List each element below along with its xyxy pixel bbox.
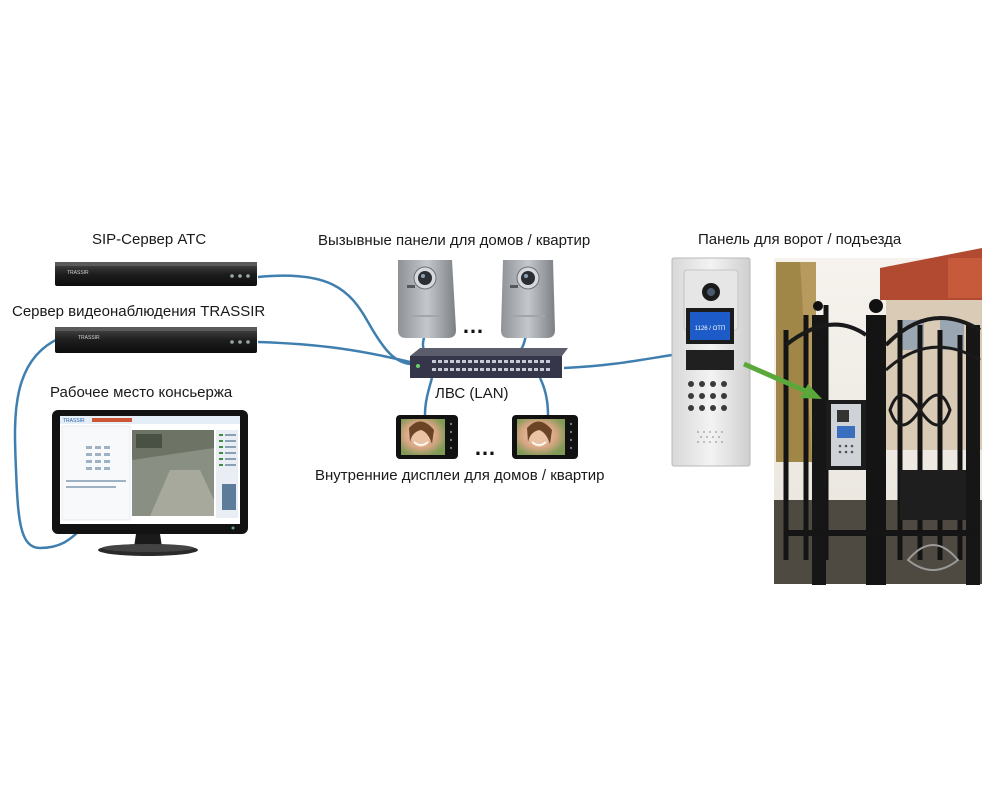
lan-label: ЛВС (LAN) [435, 385, 509, 402]
cable-switch-to-display2 [538, 377, 550, 416]
indoor-display-1 [396, 415, 458, 459]
ellipsis-displays: … [474, 435, 496, 460]
ellipsis-panels: … [462, 313, 484, 338]
gate-panel-label: Панель для ворот / подъезда [698, 231, 902, 248]
sip-server: TRASSIR [55, 262, 257, 286]
workstation-label: Рабочее место консьержа [50, 384, 233, 401]
gate-panel: 1126 / ОТП [671, 257, 751, 467]
indoor-display-2 [512, 415, 578, 459]
indoor-displays-label: Внутренние дисплеи для домов / квартир [315, 467, 605, 484]
gate-screen-text: 1126 / ОТП [695, 326, 726, 332]
video-server: TRASSIR [55, 327, 257, 353]
cable-switch-to-gate-panel [563, 353, 673, 370]
server-brand-text: TRASSIR [67, 270, 89, 276]
concierge-monitor: TRASSIR [52, 410, 248, 556]
video-server-label: Сервер видеонаблюдения TRASSIR [12, 303, 266, 320]
cable-sip-to-switch [257, 274, 411, 366]
lan-cables [13, 274, 673, 550]
cable-video-to-workstation [13, 336, 81, 550]
cable-video-to-switch [257, 340, 411, 364]
sip-server-label: SIP-Сервер АТС [92, 231, 207, 248]
monitor-brand-text: TRASSIR [63, 418, 85, 424]
call-panel-2 [501, 260, 555, 338]
call-panels-label: Вызывные панели для домов / квартир [318, 232, 591, 249]
lan-switch [410, 348, 568, 378]
server-brand-text: TRASSIR [78, 335, 100, 341]
gate-photo [774, 248, 982, 585]
call-panel-1 [398, 260, 456, 338]
arrow-to-gate-panel [742, 361, 822, 399]
cable-switch-to-display1 [423, 377, 434, 416]
